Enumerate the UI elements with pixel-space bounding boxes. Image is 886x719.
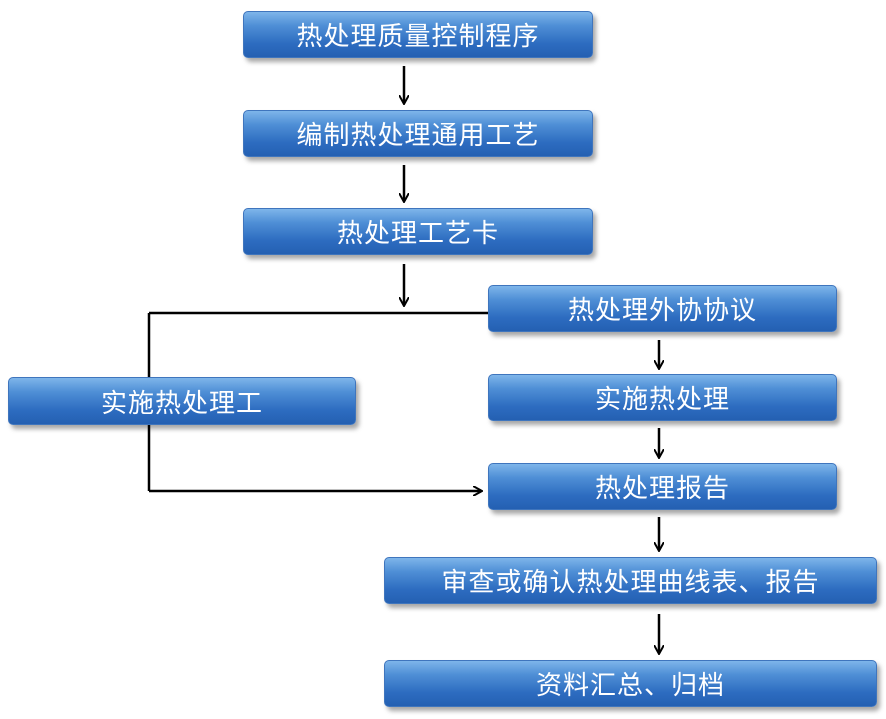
node-heat-treatment-report: 热处理报告 <box>488 463 837 510</box>
node-label: 编制热处理通用工艺 <box>296 121 540 151</box>
node-heat-treatment-quality-control-procedure: 热处理质量控制程序 <box>243 11 593 58</box>
node-perform-heat-treatment-work: 实施热处理工 <box>8 377 356 425</box>
node-label: 审查或确认热处理曲线表、报告 <box>441 568 820 598</box>
node-label: 热处理工艺卡 <box>336 219 499 249</box>
node-archive-documents: 资料汇总、归档 <box>384 660 877 707</box>
node-label: 热处理报告 <box>594 474 730 504</box>
node-perform-heat-treatment: 实施热处理 <box>488 374 837 421</box>
node-general-heat-treatment-process: 编制热处理通用工艺 <box>243 110 593 157</box>
node-heat-treatment-process-card: 热处理工艺卡 <box>243 208 593 255</box>
node-label: 实施热处理 <box>594 385 730 415</box>
node-label: 热处理质量控制程序 <box>296 22 540 52</box>
node-label: 实施热处理工 <box>100 388 263 419</box>
node-label: 资料汇总、归档 <box>535 671 725 701</box>
node-review-curves-and-report: 审查或确认热处理曲线表、报告 <box>384 557 877 604</box>
node-label: 热处理外协协议 <box>567 296 757 326</box>
node-outsourcing-agreement: 热处理外协协议 <box>488 285 837 332</box>
